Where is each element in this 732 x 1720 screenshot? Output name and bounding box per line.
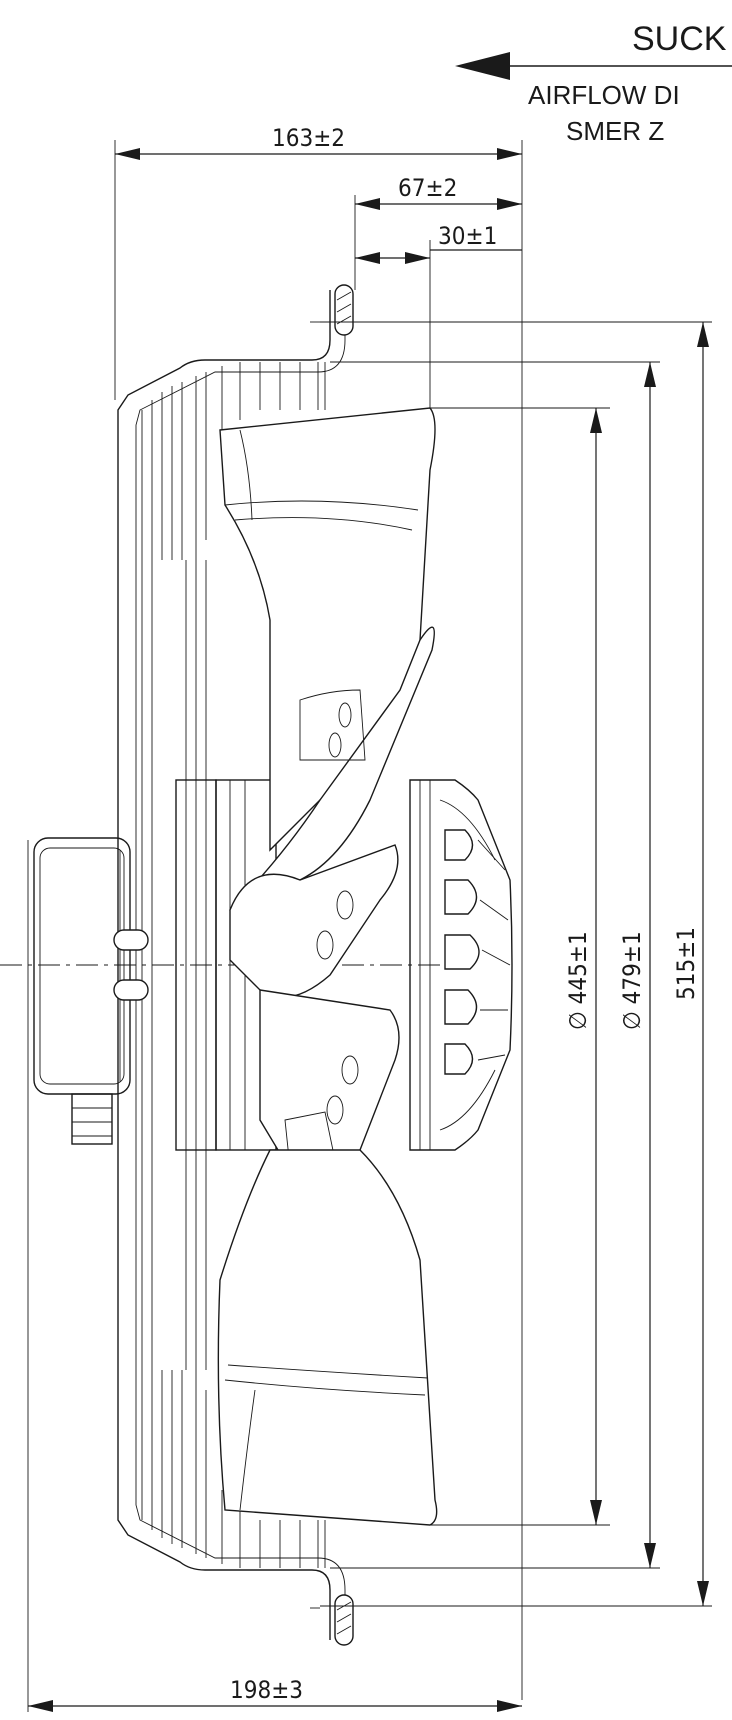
dim-label-flange-height: 515±1 <box>672 927 700 1000</box>
dim-label-total-depth: 198±3 <box>230 1676 303 1704</box>
dimension-labels: 163±2 67±2 30±1 ∅ 445±1 ∅ 479±1 515±1 19… <box>230 124 700 1704</box>
airflow-label-line3: SMER Z <box>566 116 664 146</box>
fan-body <box>0 284 513 1646</box>
hub-slot <box>444 989 478 1025</box>
cable-clip-bottom <box>113 979 149 1001</box>
dim-label-guard-diameter: ∅ 479±1 <box>618 931 646 1030</box>
hub-slot <box>444 829 474 861</box>
terminal-box <box>33 837 149 1145</box>
airflow-direction-header: SUCK AIRFLOW DI SMER Z <box>455 20 732 146</box>
dim-label-flange-offset: 30±1 <box>438 222 497 250</box>
airflow-label-line2: AIRFLOW DI <box>528 80 680 110</box>
cable-gland <box>71 1093 113 1145</box>
rotor-hub <box>409 779 513 1151</box>
dimension-lines <box>27 140 712 1712</box>
hub-slot <box>444 879 478 915</box>
dim-label-blade-diameter: ∅ 445±1 <box>564 931 592 1030</box>
dim-label-rotor-depth: 67±2 <box>398 174 457 202</box>
cable-clip-top <box>113 929 149 951</box>
airflow-arrow-icon <box>455 52 510 80</box>
fan-blades <box>217 407 438 1526</box>
dim-label-overall-depth: 163±2 <box>272 124 345 152</box>
guard-grille-bottom <box>161 1370 326 1568</box>
mounting-flange <box>117 284 354 1646</box>
hub-slot <box>444 1043 474 1075</box>
airflow-primary-label: SUCK <box>632 20 727 58</box>
guard-grille-top <box>141 362 326 1530</box>
hub-slot <box>444 934 480 970</box>
